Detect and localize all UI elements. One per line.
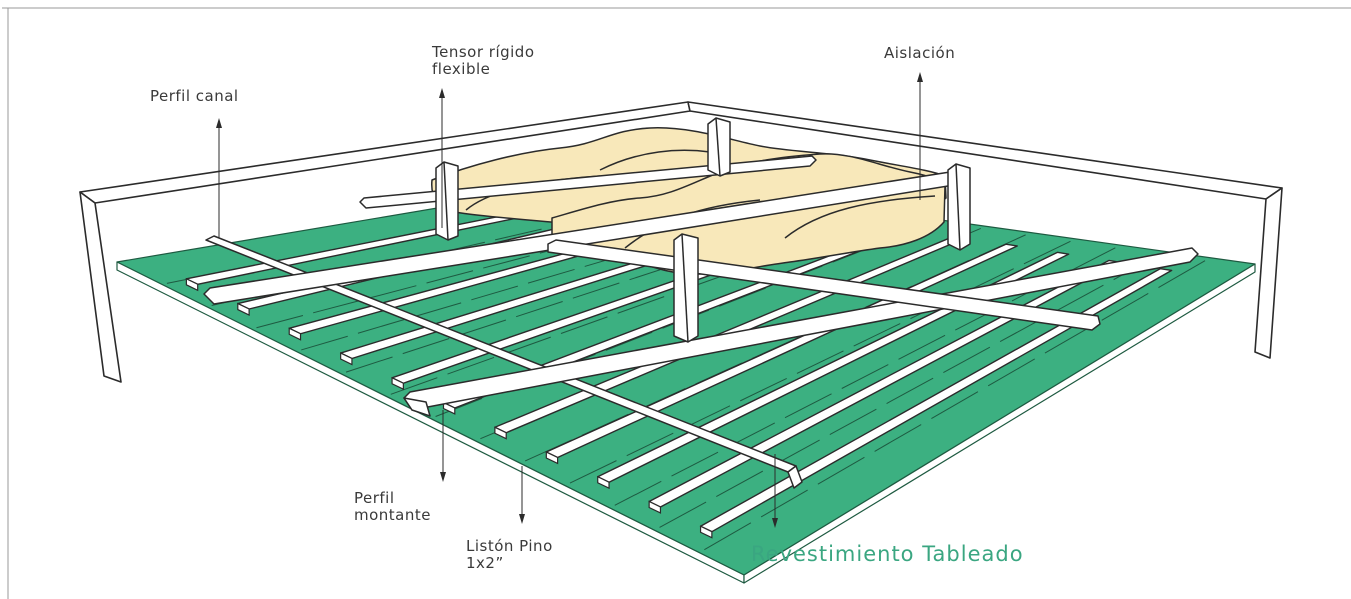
board-seam	[1101, 293, 1149, 321]
board-seam	[784, 393, 832, 419]
board-seam	[841, 364, 889, 389]
board-seam	[943, 346, 991, 374]
label-aislacion: Aislación	[884, 44, 956, 62]
label-liston-line2: 1x2”	[466, 554, 504, 572]
perfil-canal-face	[787, 465, 803, 489]
wall-enclosure	[79, 101, 1283, 383]
board-seam	[515, 301, 563, 318]
board-seam	[527, 268, 575, 284]
tensor-right	[947, 163, 971, 251]
board-edge-right	[743, 263, 1256, 584]
board-seam	[626, 432, 674, 457]
batten-end-cap	[340, 352, 353, 366]
board-seam	[671, 451, 719, 477]
board-seam	[1056, 284, 1104, 312]
arrow-tensor	[439, 88, 445, 228]
label-montante-line2: montante	[354, 506, 431, 524]
batten-end-cap	[442, 401, 456, 415]
board-seam	[256, 315, 304, 329]
board-seam	[886, 377, 934, 404]
board-seam	[1023, 240, 1071, 265]
perfil-montante-front-end	[403, 397, 431, 417]
label-montante-line1: Perfil	[354, 489, 395, 507]
board-seam	[853, 323, 901, 347]
board-seam	[301, 335, 348, 351]
board-seam	[459, 319, 507, 336]
board-seam	[471, 285, 518, 301]
board-seam	[617, 296, 665, 314]
board-seam	[345, 356, 393, 373]
board-seam	[357, 319, 405, 334]
arrow-perfil-canal	[216, 118, 222, 238]
label-liston-pino: Listón Pino 1x2”	[466, 538, 553, 572]
board-seam	[1068, 247, 1116, 273]
board-seam	[313, 300, 360, 314]
arrow-perfil-montante	[440, 410, 446, 482]
image-frame	[2, 7, 1351, 599]
arrow-revestimiento	[772, 454, 778, 528]
board-seam	[817, 456, 865, 485]
board-seam	[898, 334, 946, 360]
board-seam	[426, 270, 474, 284]
insulation-fold-4	[599, 149, 711, 171]
board-seam	[659, 501, 707, 528]
tensor-front	[673, 233, 699, 343]
arrow-aislacion	[917, 72, 923, 200]
board-seam	[605, 331, 653, 351]
label-tensor-line1: Tensor rígido	[432, 43, 535, 61]
batten-end-cap	[391, 376, 404, 391]
board-seam	[569, 460, 617, 484]
left-wall-side	[79, 191, 122, 383]
board-seam	[760, 489, 808, 518]
board-seam	[716, 470, 764, 497]
batten-end-cap	[597, 475, 610, 490]
board-seam	[719, 287, 766, 307]
insulation-fold-3	[784, 195, 936, 239]
batten-end-cap	[185, 277, 199, 292]
board-seam	[704, 522, 752, 551]
batten-end-cap	[288, 327, 302, 341]
batten-end-cap	[545, 451, 559, 465]
batten-end-cap	[699, 525, 713, 539]
right-wall-side	[1254, 187, 1283, 359]
board-seam	[447, 356, 495, 375]
board-seam	[987, 358, 1035, 387]
pointer-arrows	[216, 72, 923, 528]
board-seam	[739, 377, 787, 402]
board-seam	[829, 408, 877, 435]
batten-end-cap	[648, 500, 662, 514]
board-seam	[390, 377, 438, 395]
label-liston-line1: Listón Pino	[466, 537, 553, 555]
board-seam	[931, 391, 979, 420]
board-seam	[402, 338, 450, 355]
label-tensor-line2: flexible	[432, 60, 491, 78]
board-seam	[874, 424, 922, 452]
board-seam	[369, 285, 417, 299]
board-seam	[483, 255, 530, 269]
tensor-back	[707, 117, 731, 177]
board-seam	[494, 228, 542, 241]
batten-end-cap	[237, 302, 250, 316]
board-seam	[1044, 325, 1092, 354]
perfil-montante-back	[359, 155, 817, 209]
board-seam	[614, 480, 662, 506]
profiles-layer	[203, 117, 1199, 489]
board-seam	[572, 282, 620, 299]
label-perfil-montante: Perfil montante	[354, 490, 431, 524]
label-revestimiento-tableado: Revestimiento Tableado	[751, 542, 1024, 566]
tensor-left	[435, 161, 459, 241]
label-tensor-rigido: Tensor rígido flexible	[432, 44, 535, 78]
arrow-liston	[519, 466, 525, 524]
board-seam	[504, 336, 551, 355]
board-seam	[1158, 260, 1206, 288]
board-seam	[560, 316, 608, 334]
board-seam	[414, 302, 462, 318]
batten-end-cap	[494, 426, 507, 440]
label-perfil-canal: Perfil canal	[150, 87, 239, 105]
board-seam	[796, 350, 844, 374]
